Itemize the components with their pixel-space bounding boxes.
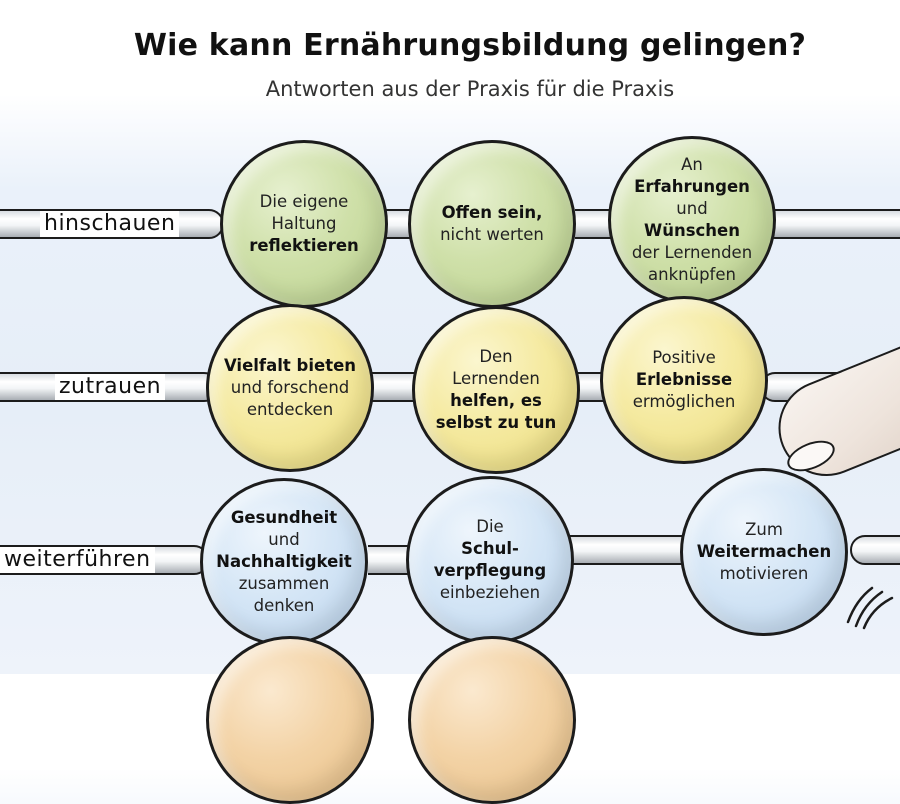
rod-segment [570, 535, 690, 565]
rod-segment [372, 372, 416, 402]
bead-text-bold: Offen sein, [441, 203, 543, 222]
bead-text: An [681, 155, 703, 174]
page-title: Wie kann Ernährungsbildung gelingen? [133, 28, 807, 63]
bead-text: der Lernenden anknüpfen [631, 243, 753, 284]
rod-segment [368, 545, 412, 575]
bead-haltung-reflektieren: Die eigene Haltung reflektieren [220, 140, 388, 308]
bead-text: und [676, 199, 708, 218]
bead-schulverpflegung: Die Schul-verpflegung einbeziehen [406, 476, 574, 644]
row-label-hinschauen: hinschauen [40, 211, 180, 237]
bead-text: Den Lernenden [452, 347, 540, 388]
bead-text: Die eigene Haltung [259, 192, 349, 233]
bead-text-bold: Nachhaltigkeit [216, 552, 352, 571]
rod-weiterfuehren-right [850, 535, 900, 565]
bead-text-bold: helfen, es selbst zu tun [435, 391, 557, 432]
bead-text: Zum [745, 520, 783, 539]
bead-text-bold: Schul-verpflegung [433, 539, 547, 580]
bead-text-bold: Erlebnisse [635, 370, 733, 389]
bead-text-bold: Wünschen [644, 221, 740, 240]
bead-text-bold: Weitermachen [696, 542, 832, 561]
bead-text-bold: Erfahrungen [634, 177, 750, 196]
row-label-zutrauen: zutrauen [55, 374, 166, 400]
bead-text: zusammen denken [238, 574, 330, 615]
bead-text-bold: Vielfalt bieten [223, 356, 357, 375]
bead-text: und [268, 530, 300, 549]
bead-text: Positive [652, 348, 716, 367]
bead-text: nicht werten [440, 225, 544, 244]
page-subtitle: Antworten aus der Praxis für die Praxis [265, 77, 675, 101]
motion-lines-icon [846, 586, 894, 630]
rod-hinschauen-right [760, 209, 900, 239]
bead-text-bold: reflektieren [249, 236, 359, 255]
bead-text: ermöglichen [632, 392, 736, 411]
bead-text: Die [476, 517, 504, 536]
bead-text: und forschend entdecken [230, 378, 350, 419]
bead-text-bold: Gesundheit [230, 508, 338, 527]
bead-row4-left [206, 636, 374, 804]
bead-row4-middle [408, 636, 576, 804]
bead-text: einbeziehen [439, 583, 541, 602]
bead-text: motivieren [719, 564, 809, 583]
row-label-weiterfuehren: weiterführen [0, 547, 155, 573]
pointing-finger-icon [764, 340, 900, 491]
bead-offen-sein: Offen sein, nicht werten [408, 140, 576, 308]
bead-vielfalt-bieten: Vielfalt bieten und forschend entdecken [206, 304, 374, 472]
